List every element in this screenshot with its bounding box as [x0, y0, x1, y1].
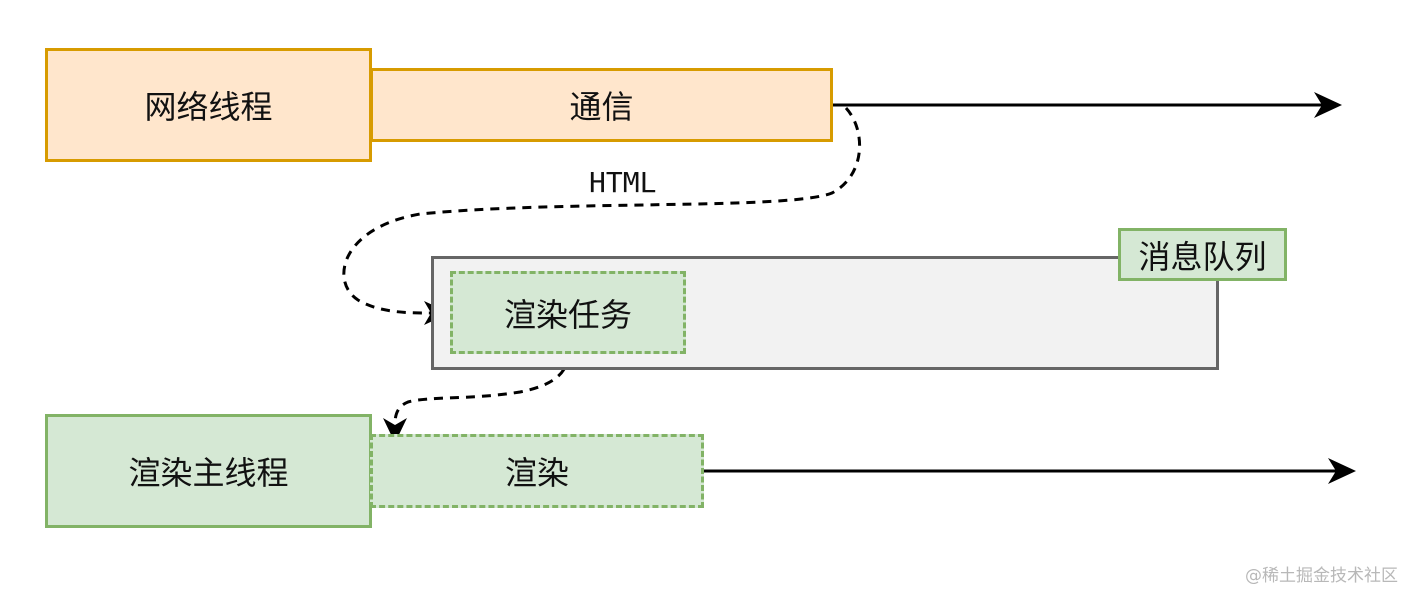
render-label: 渲染 [504, 454, 569, 492]
html-label: HTML [589, 166, 657, 199]
render-task-box: 渲染任务 [450, 271, 686, 354]
task-dispatch-connector [393, 353, 570, 425]
message-queue-label: 消息队列 [1138, 237, 1267, 276]
render-main-thread-box: 渲染主线程 [45, 414, 372, 528]
network-thread-label: 网络线程 [144, 88, 273, 126]
task-dispatch-arrowhead [383, 418, 407, 443]
render-main-thread-label: 渲染主线程 [128, 454, 289, 492]
html-transfer-connector [342, 106, 862, 315]
communication-box: 通信 [370, 68, 833, 142]
render-timeline-arrowhead [1328, 458, 1356, 484]
message-queue-label-box: 消息队列 [1118, 228, 1287, 281]
render-task-label: 渲染任务 [503, 295, 632, 334]
watermark: @稀土掘金技术社区 [1245, 566, 1398, 586]
render-box: 渲染 [370, 434, 704, 508]
network-thread-box: 网络线程 [45, 48, 372, 162]
communication-label: 通信 [569, 88, 634, 126]
network-timeline-arrowhead [1314, 92, 1342, 118]
